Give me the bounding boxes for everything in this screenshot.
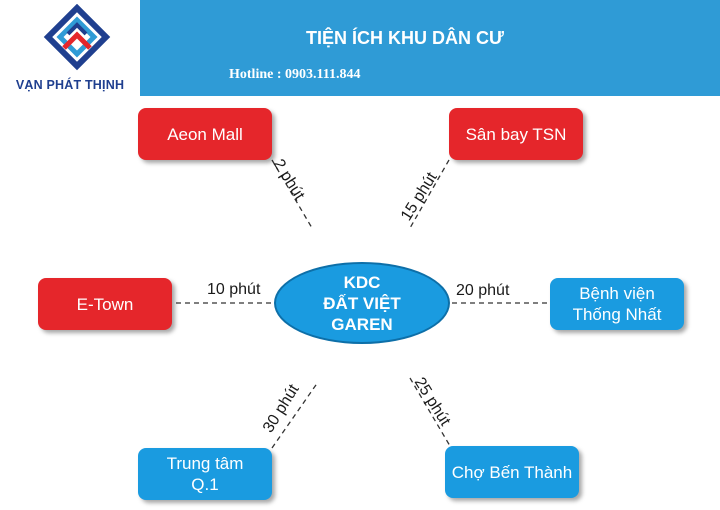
edge-label-etown: 10 phút xyxy=(207,281,261,298)
node-aeon-mall-label: Aeon Mall xyxy=(167,124,243,144)
edge-label-benhvien: 20 phút xyxy=(456,282,510,299)
brand-name: VẠN PHÁT THỊNH xyxy=(15,78,125,92)
connector-sanbay xyxy=(409,159,450,229)
connector-cho xyxy=(409,377,451,447)
connector-aeon xyxy=(271,159,313,229)
node-aeon-mall: Aeon Mall xyxy=(138,108,272,160)
page-title: TIỆN ÍCH KHU DÂN CƯ xyxy=(306,28,504,48)
node-benh-vien-label-line1: Bệnh viện xyxy=(579,284,655,303)
node-san-bay-tsn-label: Sân bay TSN xyxy=(465,124,567,144)
vpt-logo-icon xyxy=(43,4,111,71)
node-cho-ben-thanh: Chợ Bến Thành xyxy=(445,446,579,498)
node-benh-vien-label-line2: Thống Nhất xyxy=(572,305,662,324)
hotline-text: Hotline : 0903.111.844 xyxy=(229,67,361,82)
node-trung-tam-label-line1: Trung tâm xyxy=(166,454,244,473)
header-banner: VẠN PHÁT THỊNH TIỆN ÍCH KHU DÂN CƯ Hotli… xyxy=(0,0,720,96)
node-e-town: E-Town xyxy=(38,278,172,330)
node-san-bay-tsn: Sân bay TSN xyxy=(449,108,583,160)
node-benh-vien-thong-nhat: Bệnh viện Thống Nhất xyxy=(550,278,684,330)
connector-trungtam xyxy=(271,381,319,449)
center-label-line3: GAREN xyxy=(331,314,393,334)
node-e-town-label: E-Town xyxy=(76,294,134,314)
center-label-line1: KDC xyxy=(343,272,381,292)
center-node-kdc: KDC ĐẤT VIỆT GAREN xyxy=(274,262,450,344)
logo-area: VẠN PHÁT THỊNH xyxy=(0,0,140,96)
node-trung-tam-q1: Trung tâm Q.1 xyxy=(138,448,272,500)
center-label-line2: ĐẤT VIỆT xyxy=(323,293,401,313)
node-trung-tam-label-line2: Q.1 xyxy=(191,475,219,494)
node-cho-ben-thanh-label: Chợ Bến Thành xyxy=(451,462,573,482)
